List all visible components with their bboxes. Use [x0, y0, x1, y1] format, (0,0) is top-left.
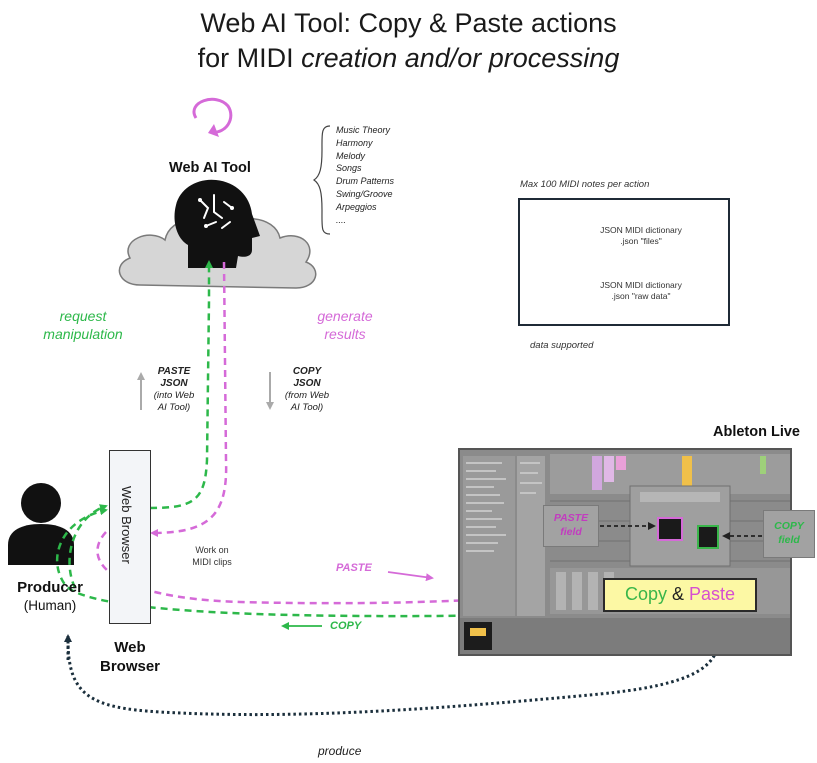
paste-json-sub2: AI Tool) — [157, 402, 191, 413]
work-on-line1: Work on — [195, 545, 229, 555]
diagram-title-line1: Web AI Tool: Copy & Paste actions — [200, 8, 617, 38]
data-format-raw-line2: .json "raw data" — [611, 291, 671, 301]
copy-json-sub1: (from Web — [284, 390, 330, 401]
producer-label: Producer (Human) — [0, 578, 100, 614]
generate-flow-arrow — [150, 261, 228, 537]
paste-json-label: PASTE JSON (into Web AI Tool) — [147, 366, 201, 414]
web-browser-box — [109, 450, 151, 624]
web-browser-vertical-label: Web Browser — [119, 486, 134, 564]
producer-to-browser-arrow — [68, 504, 108, 589]
capability-item: .... — [336, 214, 347, 225]
capability-item: Drum Patterns — [336, 176, 395, 187]
producer-name: Producer — [17, 579, 83, 596]
paste-label: PASTE — [336, 562, 372, 574]
ableton-ui-mock — [460, 450, 790, 654]
capability-item: Arpeggios — [336, 201, 377, 212]
work-on-line2: MIDI clips — [192, 557, 232, 567]
produce-label: produce — [318, 744, 362, 758]
data-format-files: JSON MIDI dictionary .json "files" — [576, 225, 706, 247]
ai-tool-label: Web AI Tool — [169, 160, 251, 176]
generate-label-line1: generate — [317, 308, 373, 324]
producer-sub: (Human) — [23, 598, 77, 613]
data-format-raw-line1: JSON MIDI dictionary — [600, 280, 682, 290]
copy-paste-banner-amp: & — [666, 584, 689, 604]
work-on-midi-label: Work on MIDI clips — [176, 544, 248, 568]
capability-item: Songs — [336, 163, 362, 174]
capability-item: Swing/Groove — [336, 188, 393, 199]
request-manipulation-label: request manipulation — [22, 307, 144, 343]
copy-field-line1: COPY — [774, 520, 804, 532]
web-browser-label-line2: Browser — [99, 658, 161, 675]
copy-field-tag: COPY field — [763, 510, 815, 558]
ableton-live-label: Ableton Live — [712, 424, 800, 440]
paste-field-pointer — [600, 522, 656, 530]
ai-head-icon — [174, 179, 260, 268]
web-browser-label-line1: Web — [114, 639, 146, 656]
copy-field-pointer — [722, 532, 762, 540]
loop-arrow-icon — [192, 97, 233, 137]
generate-label-line2: results — [324, 326, 366, 342]
request-label-line1: request — [59, 308, 107, 324]
copy-field-line2: field — [778, 534, 800, 546]
request-flow-arrow — [149, 260, 213, 510]
paste-field-line2: field — [560, 526, 582, 538]
capability-brace — [312, 125, 331, 235]
produce-flow-arrow — [66, 639, 721, 717]
ableton-screenshot — [458, 448, 792, 656]
paste-json-sub1: (into Web — [153, 390, 195, 401]
paste-field-tag: PASTE field — [543, 505, 599, 547]
paste-json-title2: JSON — [160, 378, 188, 389]
generate-results-label: generate results — [300, 307, 390, 343]
data-supported-box — [518, 198, 730, 326]
copy-paste-banner: Copy & Paste — [603, 578, 757, 612]
web-browser-label: Web Browser — [86, 638, 174, 676]
producer-icon — [8, 483, 74, 565]
copy-json-title1: COPY — [292, 366, 322, 377]
copy-paste-banner-paste: Paste — [689, 584, 736, 604]
capability-item: Harmony — [336, 137, 373, 148]
capability-item: Music Theory — [336, 125, 391, 135]
capability-item: Melody — [336, 150, 366, 161]
data-format-raw: JSON MIDI dictionary .json "raw data" — [576, 280, 706, 302]
diagram-title-line2: for MIDI creation and/or processing — [0, 41, 817, 75]
diagram-title-line2-prefix: for MIDI — [197, 43, 302, 73]
copy-paste-banner-copy: Copy — [624, 584, 667, 604]
copy-json-title2: JSON — [293, 378, 321, 389]
request-label-line2: manipulation — [43, 326, 123, 342]
paste-solid-arrow — [387, 571, 434, 582]
paste-field-line1: PASTE — [553, 512, 589, 524]
copy-json-label: COPY JSON (from Web AI Tool) — [280, 366, 334, 414]
diagram-title-line2-italic: creation and/or processing — [301, 43, 620, 73]
data-supported-caption: data supported — [530, 340, 594, 351]
data-format-files-line1: JSON MIDI dictionary — [600, 225, 682, 235]
paste-json-title1: PASTE — [157, 366, 191, 377]
copy-label: COPY — [330, 620, 362, 632]
data-format-files-line2: .json "files" — [620, 236, 662, 246]
copy-json-sub2: AI Tool) — [290, 402, 324, 413]
capability-list: Music Theory Harmony Melody Songs Drum P… — [336, 124, 446, 226]
data-limit-note: Max 100 MIDI notes per action — [520, 179, 650, 190]
